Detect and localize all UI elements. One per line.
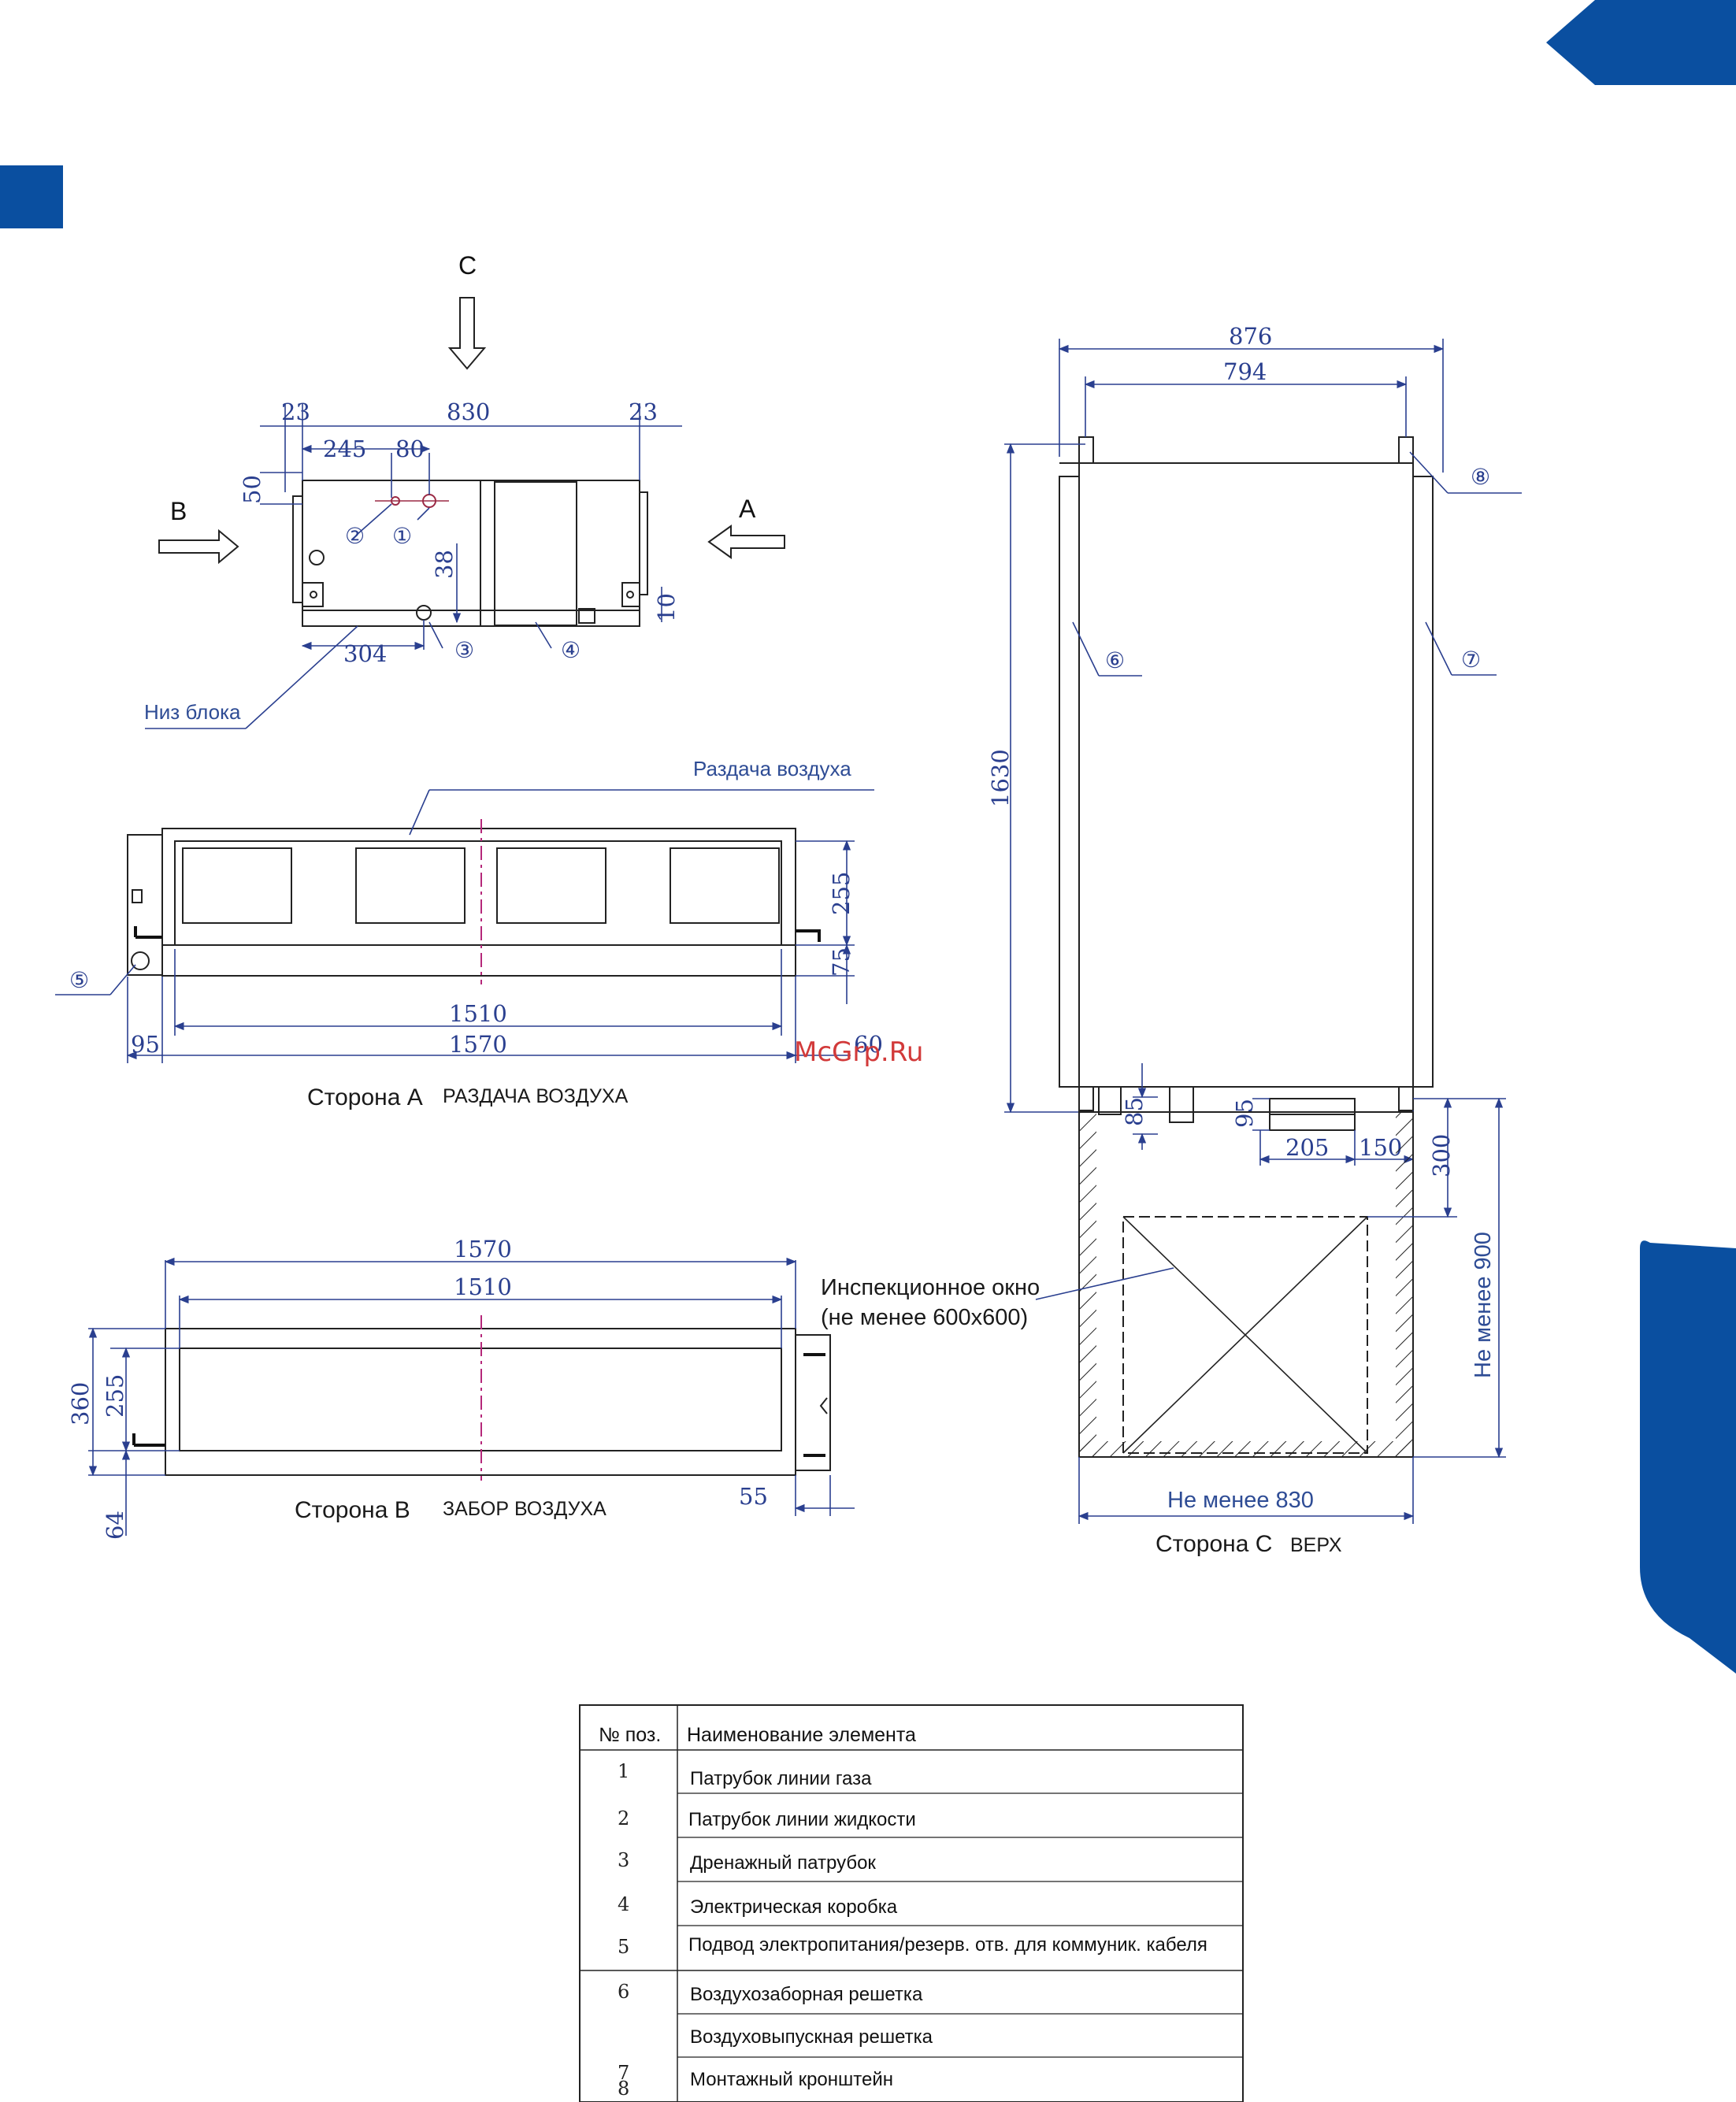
air-outlet-grille-7 xyxy=(1412,476,1434,1088)
inspection-window xyxy=(1122,1216,1368,1454)
side-b-caption-sub: ЗАБОР ВОЗДУХА xyxy=(443,1498,606,1520)
table-row-num: 1 xyxy=(618,1760,629,1782)
parts-table: № поз. Наименование элемента 1 Патрубок … xyxy=(579,1704,1244,2102)
dim-b-55: 55 xyxy=(739,1483,768,1510)
side-b-caption: Сторона В xyxy=(295,1497,410,1523)
dim-c-1630: 1630 xyxy=(987,749,1014,807)
callout-5: ⑤ xyxy=(69,967,89,993)
view-letter-c: C xyxy=(458,251,477,280)
dim-830: 830 xyxy=(447,399,490,425)
table-row-name: Патрубок линии жидкости xyxy=(688,1809,916,1830)
dim-38: 38 xyxy=(431,550,458,579)
table-row-name: Дренажный патрубок xyxy=(690,1852,876,1874)
side-c-view: 876 794 1630 ⑥ ⑦ ⑧ 85 95 205 150 xyxy=(821,323,1522,1557)
table-row-name: Патрубок линии газа xyxy=(690,1768,872,1789)
dim-10: 10 xyxy=(653,593,680,622)
arrow-b-icon xyxy=(158,528,239,565)
dim-23-right: 23 xyxy=(629,399,658,425)
table-row-num: 5 xyxy=(618,1936,629,1958)
dim-a-1570: 1570 xyxy=(449,1031,507,1058)
electrical-box xyxy=(494,481,577,626)
callout-7: ⑦ xyxy=(1461,647,1481,673)
table-row-num: 7 xyxy=(618,2062,629,2084)
callout-8: ⑧ xyxy=(1471,464,1490,490)
callout-6: ⑥ xyxy=(1105,647,1125,673)
table-row-name: Подвод электропитания/резерв. отв. для к… xyxy=(688,1934,1207,1956)
callout-4: ④ xyxy=(561,637,581,663)
arrow-c-icon xyxy=(447,297,487,370)
view-letter-a: A xyxy=(739,495,756,523)
dim-a-95: 95 xyxy=(131,1031,160,1058)
grille-panel xyxy=(355,847,466,924)
dim-a-1510: 1510 xyxy=(449,1000,507,1027)
table-row-name: Монтажный кронштейн xyxy=(690,2069,893,2090)
callout-2: ② xyxy=(345,523,365,549)
side-c-caption: Сторона С xyxy=(1155,1531,1272,1557)
dim-304: 304 xyxy=(343,640,387,667)
dim-c-150: 150 xyxy=(1359,1134,1402,1161)
table-row-num: 2 xyxy=(618,1807,629,1830)
grille-panel xyxy=(496,847,606,924)
callout-3: ③ xyxy=(454,637,474,663)
view-letter-b: B xyxy=(170,497,187,525)
dim-c-300: 300 xyxy=(1428,1134,1455,1177)
right-side-tab xyxy=(1640,1240,1736,1674)
dim-b-360: 360 xyxy=(67,1382,94,1425)
table-header-pos: № поз. xyxy=(599,1724,661,1746)
side-b-view: 1570 1510 360 255 64 55 Сторона В ЗАБОР … xyxy=(67,1236,855,1540)
side-a-caption-sub: РАЗДАЧА ВОЗДУХА xyxy=(443,1085,629,1107)
dim-b-1510: 1510 xyxy=(454,1273,512,1300)
table-row-num: 6 xyxy=(618,1981,629,2003)
dim-a-60: 60 xyxy=(854,1031,883,1058)
inspection-label-2: (не менее 600х600) xyxy=(821,1305,1028,1330)
left-edge-tab xyxy=(0,165,63,228)
air-supply-label: Раздача воздуха xyxy=(693,757,851,780)
arrow-a-icon xyxy=(707,525,785,559)
dim-b-64: 64 xyxy=(102,1511,128,1540)
callout-1: ① xyxy=(392,523,412,549)
dim-245: 245 xyxy=(323,436,366,462)
inspection-label-1: Инспекционное окно xyxy=(821,1275,1040,1300)
air-intake-grille-6 xyxy=(1059,476,1080,1088)
table-row-num: 8 xyxy=(618,2078,629,2100)
dim-50: 50 xyxy=(239,475,265,504)
grille-panel xyxy=(670,847,780,924)
dim-c-876: 876 xyxy=(1229,323,1272,350)
top-view: C B A 23 830 xyxy=(144,251,785,729)
dim-c-min830: Не менее 830 xyxy=(1167,1488,1314,1513)
side-a-view: Раздача воздуха 255 75 1510 1570 95 60 ⑤… xyxy=(55,757,923,1110)
table-row-num: 3 xyxy=(618,1849,629,1871)
dim-80: 80 xyxy=(395,436,425,462)
dim-b-255: 255 xyxy=(102,1374,128,1418)
dim-c-205: 205 xyxy=(1285,1134,1329,1161)
table-row-num: 4 xyxy=(618,1893,629,1915)
table-row-name: Воздухозаборная решетка xyxy=(690,1984,923,2005)
dim-c-95: 95 xyxy=(1231,1099,1258,1128)
service-zone xyxy=(1078,1111,1414,1458)
table-row-name: Электрическая коробка xyxy=(690,1896,898,1918)
dim-23-left: 23 xyxy=(281,399,310,425)
side-a-caption: Сторона А xyxy=(307,1084,423,1110)
dim-c-794: 794 xyxy=(1223,358,1267,385)
dim-a-255: 255 xyxy=(828,872,855,915)
dim-c-min900: Не менее 900 xyxy=(1471,1232,1496,1378)
table-header-name: Наименование элемента xyxy=(687,1724,916,1746)
watermark: McGrp.Ru xyxy=(794,1036,923,1068)
bottom-of-unit-label: Низ блока xyxy=(144,700,241,724)
side-c-caption-sub: ВЕРХ xyxy=(1290,1534,1342,1556)
grille-panel xyxy=(182,847,292,924)
dim-a-75: 75 xyxy=(828,947,855,977)
dim-b-1570: 1570 xyxy=(454,1236,512,1262)
table-row-name: Воздуховыпускная решетка xyxy=(690,2026,933,2048)
corner-tab-top-right xyxy=(1546,0,1736,85)
